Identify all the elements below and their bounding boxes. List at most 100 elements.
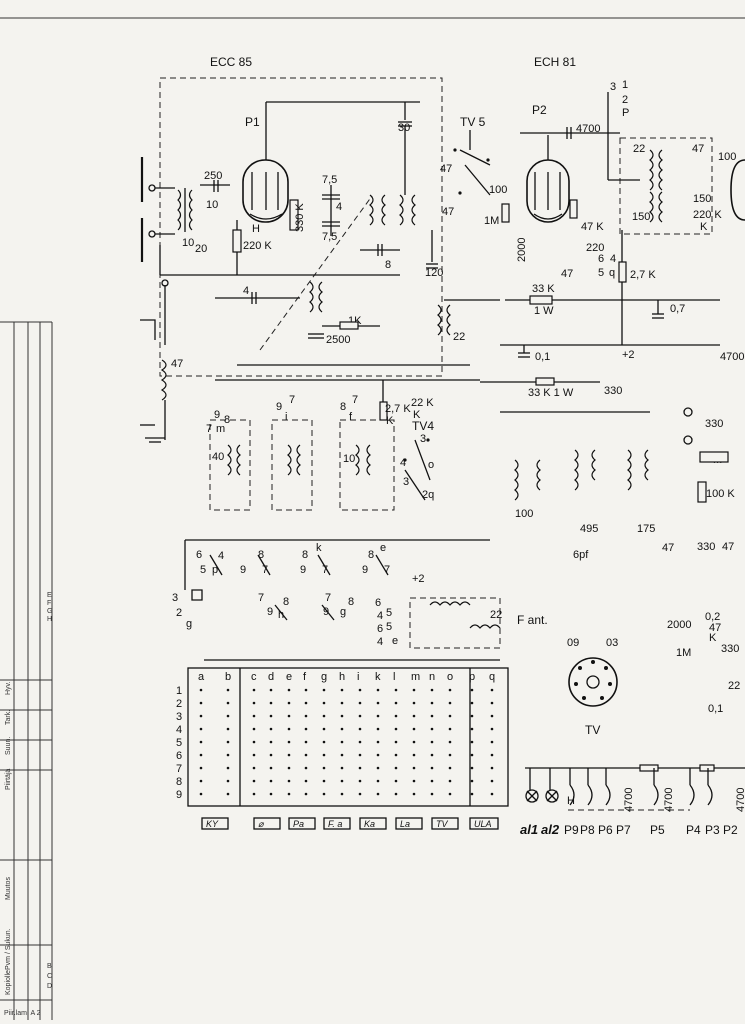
matrix-contact	[287, 714, 291, 718]
label-bank3-7: 7	[352, 394, 358, 406]
label-p7: P7	[616, 823, 631, 837]
label-c7-5b: 7,5	[322, 231, 337, 243]
label-c4700a: 4700	[576, 123, 600, 135]
matrix-col-i: i	[357, 671, 359, 683]
matrix-contact	[470, 792, 474, 796]
tb-field: Kopiolle	[5, 970, 12, 995]
label-f-4a: 4	[377, 610, 383, 622]
matrix-contact	[490, 727, 494, 731]
matrix-contact	[470, 701, 474, 705]
tube-p1-label: P1	[245, 115, 260, 129]
ground-switch-left: 3 2 g	[172, 589, 203, 630]
resistor-33k-1w-b	[480, 377, 600, 386]
matrix-button-frame	[431, 817, 459, 830]
matrix-contact	[226, 792, 230, 796]
matrix-contact	[304, 701, 308, 705]
svg-text:g: g	[186, 618, 192, 630]
matrix-button-1: ⌀	[253, 817, 281, 830]
label-r20: 20	[195, 243, 207, 255]
matrix-contact	[304, 766, 308, 770]
label-pin-3: 3	[610, 81, 616, 93]
matrix-contact	[340, 753, 344, 757]
matrix-contact	[252, 766, 256, 770]
tb-letter-F: F	[47, 600, 51, 607]
matrix-contact	[412, 688, 416, 692]
matrix-contact	[304, 688, 308, 692]
matrix-contact	[448, 753, 452, 757]
matrix-col-f: f	[303, 671, 307, 683]
matrix-contact	[490, 688, 494, 692]
label-sw-row-4: 4	[218, 550, 224, 562]
label-c330c: 330	[721, 643, 739, 655]
label-c0-7: 0,7	[670, 303, 685, 315]
matrix-button-5: La	[395, 817, 423, 830]
label-f-5: 5	[386, 607, 392, 619]
label-c330d: 330	[705, 418, 723, 430]
capacitor-120	[426, 230, 438, 269]
matrix-contact	[322, 740, 326, 744]
matrix-contact	[287, 727, 291, 731]
label-r330k: 330 K	[294, 203, 306, 232]
matrix-contact	[304, 779, 308, 783]
matrix-row-8: 8	[176, 776, 182, 788]
matrix-contact	[394, 753, 398, 757]
label-bank1-m: m	[216, 423, 225, 435]
matrix-button-frame	[201, 817, 229, 830]
tb-field: Muutos	[5, 877, 12, 900]
matrix-col-m: m	[411, 671, 420, 683]
matrix-contact	[376, 701, 380, 705]
label-c10b: 10	[182, 237, 194, 249]
matrix-contact	[394, 792, 398, 796]
capacitor-0-1a	[500, 344, 720, 358]
matrix-contact	[358, 727, 362, 731]
matrix-button-label: Pa	[293, 819, 304, 829]
matrix-contact	[269, 688, 273, 692]
matrix-contact	[430, 792, 434, 796]
matrix-contact	[448, 714, 452, 718]
label-sw-row-9c: 9	[362, 564, 368, 576]
label-sw-6: 6	[598, 253, 604, 265]
matrix-contact	[252, 714, 256, 718]
matrix-contact	[470, 753, 474, 757]
label-bank2-i: i	[285, 411, 287, 423]
label-tv4-2q: 2q	[422, 489, 434, 501]
label-c2000b: 2000	[667, 619, 691, 631]
matrix-col-k: k	[375, 671, 381, 683]
matrix-button-label: ⌀	[258, 819, 265, 829]
matrix-contact	[340, 779, 344, 783]
matrix-contact	[376, 792, 380, 796]
matrix-contact	[226, 701, 230, 705]
matrix-col-d: d	[268, 671, 274, 683]
matrix-contact	[304, 792, 308, 796]
matrix-contact	[252, 701, 256, 705]
matrix-contact	[199, 714, 203, 718]
label-sw-row-p: p	[212, 564, 218, 576]
matrix-col-e: e	[286, 671, 292, 683]
label-f-4b: 4	[377, 636, 383, 648]
matrix-contact	[358, 779, 362, 783]
label-f-6a: 6	[375, 597, 381, 609]
label-sw-q: q	[609, 267, 615, 279]
label-c175: 175	[637, 523, 655, 535]
matrix-row-6: 6	[176, 750, 182, 762]
label-sw-row-8e: 8	[348, 596, 354, 608]
label-sw-row-7a: 7	[262, 564, 268, 576]
matrix-contact	[269, 766, 273, 770]
label-c0-1b: 0,1	[708, 703, 723, 715]
label-sw-row-8b: 8	[302, 549, 308, 561]
matrix-contact	[470, 779, 474, 783]
label-c100b: 100	[718, 151, 736, 163]
matrix-contact	[490, 753, 494, 757]
label-r220: 220	[586, 242, 604, 254]
matrix-contact	[269, 714, 273, 718]
tube-p2-label: P2	[532, 103, 547, 117]
label-sw-row-9d: 9	[267, 606, 273, 618]
matrix-col-c: c	[251, 671, 257, 683]
tb-field: Suun.	[5, 737, 12, 755]
label-c7-5a: 7,5	[322, 174, 337, 186]
matrix-row-9: 9	[176, 789, 182, 801]
matrix-col-l: l	[393, 671, 395, 683]
socket-label-09: 09	[567, 637, 579, 649]
